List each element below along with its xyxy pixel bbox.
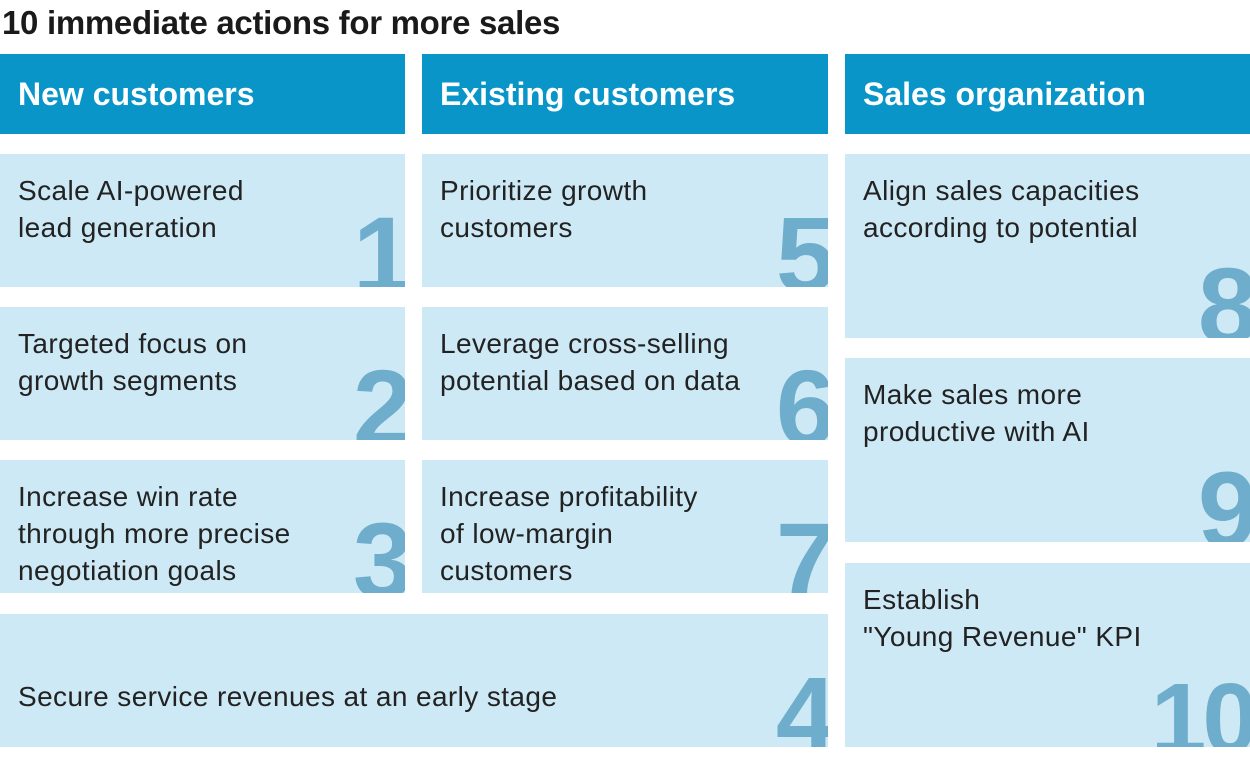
page-title: 10 immediate actions for more sales: [2, 4, 561, 41]
action-text: Leverage cross-selling potential based o…: [440, 328, 741, 396]
action-card-9: Make sales more productive with AI 9: [845, 358, 1250, 542]
action-number: 4: [775, 654, 828, 748]
action-card-7: Increase profitability of low-margin cus…: [422, 460, 828, 593]
action-text: Secure service revenues at an early stag…: [18, 681, 558, 712]
action-number: 6: [775, 347, 828, 441]
action-number: 2: [352, 347, 405, 441]
action-number: 5: [775, 194, 828, 288]
action-text: Increase profitability of low-margin cus…: [440, 481, 698, 586]
column-header-new-customers: New customers: [0, 54, 405, 134]
action-text: Make sales more productive with AI: [863, 379, 1090, 447]
action-text: Establish "Young Revenue" KPI: [863, 584, 1142, 652]
action-text: Align sales capacities according to pote…: [863, 175, 1140, 243]
action-card-5: Prioritize growth customers 5: [422, 154, 828, 287]
column-header-existing-customers: Existing customers: [422, 54, 828, 134]
action-number: 8: [1197, 245, 1250, 339]
action-card-10: Establish "Young Revenue" KPI 10: [845, 563, 1250, 747]
action-number: 9: [1197, 449, 1250, 543]
column-header-sales-organization: Sales organization: [845, 54, 1250, 134]
action-card-1: Scale AI-powered lead generation 1: [0, 154, 405, 287]
action-number: 10: [1150, 663, 1250, 747]
action-text: Targeted focus on growth segments: [18, 328, 248, 396]
action-text: Scale AI-powered lead generation: [18, 175, 244, 243]
action-card-8: Align sales capacities according to pote…: [845, 154, 1250, 338]
action-text: Increase win rate through more precise n…: [18, 481, 291, 586]
action-number: 7: [775, 500, 828, 594]
action-card-4: Secure service revenues at an early stag…: [0, 614, 828, 747]
action-number: 3: [352, 500, 405, 594]
action-card-2: Targeted focus on growth segments 2: [0, 307, 405, 440]
action-text: Prioritize growth customers: [440, 175, 648, 243]
action-number: 1: [352, 194, 405, 288]
action-card-3: Increase win rate through more precise n…: [0, 460, 405, 593]
action-card-6: Leverage cross-selling potential based o…: [422, 307, 828, 440]
